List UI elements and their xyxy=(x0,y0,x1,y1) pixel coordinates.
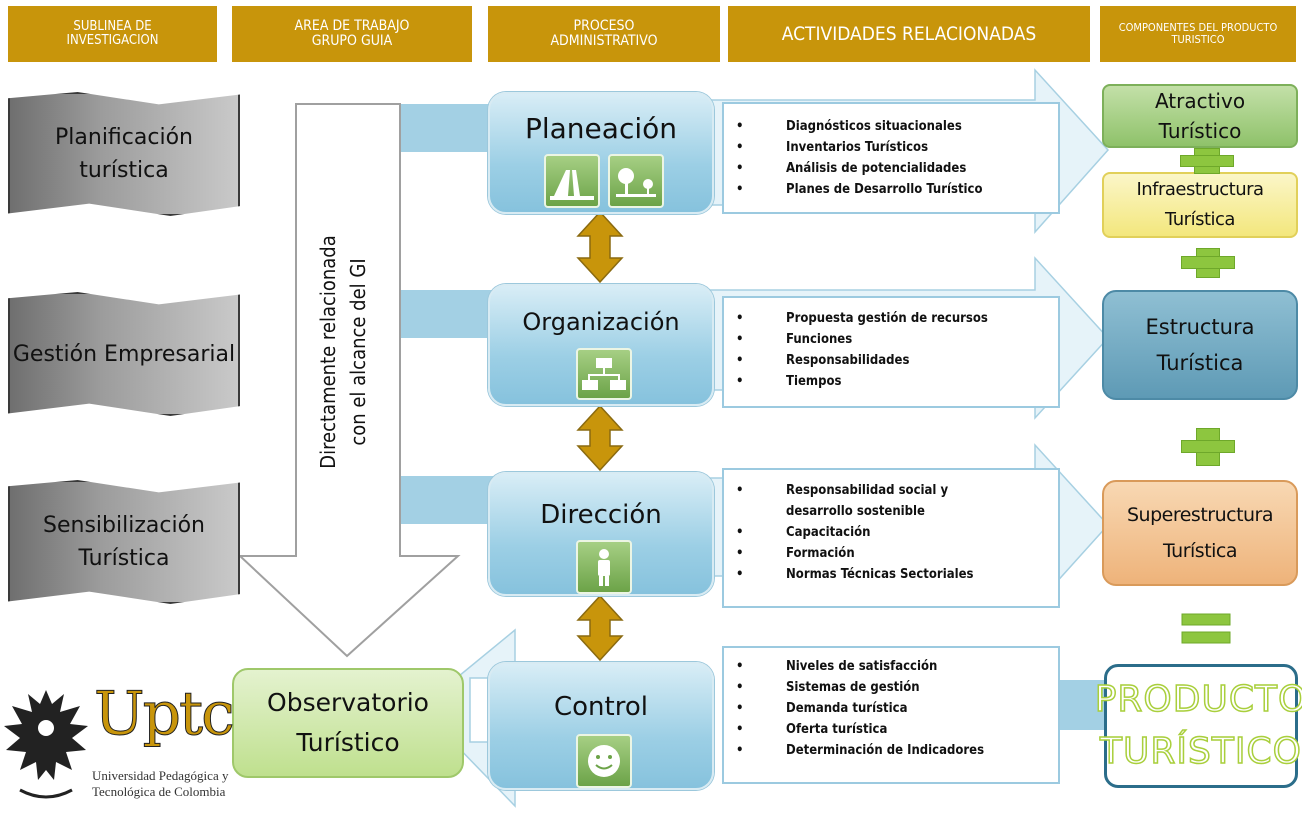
smiley-icon xyxy=(576,734,632,788)
list-item: •Formación xyxy=(736,546,855,561)
connector-1 xyxy=(576,210,624,284)
scope-arrow-label: Directamente relacionada con el alcance … xyxy=(316,235,370,469)
list-item: •Planes de Desarrollo Turístico xyxy=(736,182,983,197)
header-componentes: COMPONENTES DEL PRODUCTO TURISTICO xyxy=(1100,6,1296,62)
logo-brand: Uptc xyxy=(94,679,236,749)
scope-arrow xyxy=(237,103,461,658)
list-item: •Análisis de potencialidades xyxy=(736,161,967,176)
band-planeacion xyxy=(400,104,500,152)
list-item: •Responsabilidad social y desarrollo sos… xyxy=(736,483,949,519)
eagle-icon xyxy=(4,690,88,799)
subline-sensibilizacion: Sensibilización Turística xyxy=(8,480,240,604)
header-actividades: ACTIVIDADES RELACIONADAS xyxy=(728,6,1090,62)
list-item: •Diagnósticos situacionales xyxy=(736,119,962,134)
observatorio-box: Observatorio Turístico xyxy=(232,668,464,778)
equals-bottom xyxy=(1181,631,1231,644)
band-organizacion xyxy=(400,290,500,338)
list-item: •Oferta turística xyxy=(736,722,888,737)
process-control: Control xyxy=(488,662,714,790)
component-superestructura: Superestructura Turística xyxy=(1102,480,1298,586)
component-estructura: Estructura Turística xyxy=(1102,290,1298,400)
process-planeacion: Planeación xyxy=(488,92,714,214)
person-icon xyxy=(576,540,632,594)
list-item: •Capacitación xyxy=(736,525,871,540)
subline-gestion: Gestión Empresarial xyxy=(8,292,240,416)
process-direccion: Dirección xyxy=(488,472,714,596)
list-item: •Demanda turística xyxy=(736,701,908,716)
list-item: •Responsabilidades xyxy=(736,353,910,368)
process-direccion-title: Dirección xyxy=(540,500,662,530)
waterfall-icon xyxy=(544,154,600,208)
list-item: •Sistemas de gestión xyxy=(736,680,920,695)
list-item: •Propuesta gestión de recursos xyxy=(736,311,988,326)
list-item: •Niveles de satisfacción xyxy=(736,659,938,674)
header-sublinea: SUBLINEA DE INVESTIGACION xyxy=(8,6,217,62)
process-planeacion-title: Planeación xyxy=(524,112,677,145)
list-item: •Inventarios Turísticos xyxy=(736,140,929,155)
component-atractivo: Atractivo Turístico xyxy=(1102,84,1298,148)
band-producto xyxy=(1060,680,1110,730)
connector-3 xyxy=(576,594,624,662)
process-control-title: Control xyxy=(554,692,648,722)
org-chart-icon xyxy=(576,348,632,400)
list-item: •Funciones xyxy=(736,332,853,347)
activities-organizacion: •Propuesta gestión de recursos •Funcione… xyxy=(722,296,1060,408)
logo-university: Universidad Pedagógica y Tecnológica de … xyxy=(92,768,229,799)
header-proceso: PROCESO ADMINISTRATIVO xyxy=(488,6,720,62)
list-item: •Tiempos xyxy=(736,374,842,389)
list-item: •Normas Técnicas Sectoriales xyxy=(736,567,974,582)
activities-direccion: •Responsabilidad social y desarrollo sos… xyxy=(722,468,1060,608)
connector-2 xyxy=(576,404,624,472)
band-direccion xyxy=(400,476,500,524)
activities-planeacion: •Diagnósticos situacionales •Inventarios… xyxy=(722,102,1060,214)
tree-icon xyxy=(608,154,664,208)
list-item: •Determinación de Indicadores xyxy=(736,743,985,758)
component-producto: PRODUCTO TURÍSTICO xyxy=(1094,664,1302,788)
university-logo: Uptc Universidad Pedagógica y Tecnológic… xyxy=(0,680,250,816)
header-area: AREA DE TRABAJO GRUPO GUIA xyxy=(232,6,472,62)
process-organizacion-title: Organización xyxy=(522,308,680,336)
activities-control: •Niveles de satisfacción •Sistemas de ge… xyxy=(722,646,1060,784)
component-infraestructura: Infraestructura Turística xyxy=(1102,172,1298,238)
process-organizacion: Organización xyxy=(488,284,714,406)
subline-planificacion: Planificación turística xyxy=(8,92,240,216)
equals-top xyxy=(1181,613,1231,626)
